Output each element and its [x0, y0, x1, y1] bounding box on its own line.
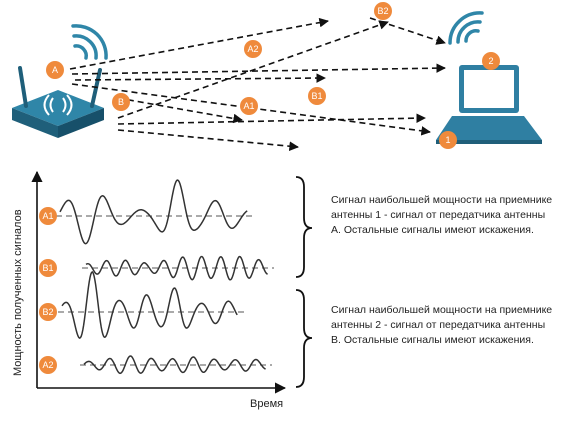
path-a-to-b2-first [69, 17, 329, 70]
svg-text:B: B [118, 97, 124, 107]
laptop-icon [436, 65, 542, 144]
badge-antenna-b: B [112, 93, 130, 111]
signal-a2-waveform [83, 355, 266, 375]
signal-b2-waveform [61, 271, 238, 339]
signal-a1-waveform [59, 179, 248, 245]
graph-axes [31, 170, 287, 394]
path-a-to-b1 [74, 73, 326, 83]
signal-waveforms [56, 179, 274, 375]
signal-badge-b1: B1 [39, 259, 57, 277]
svg-text:1: 1 [445, 135, 450, 145]
x-axis-label: Время [250, 398, 284, 410]
router-icon [12, 66, 104, 138]
badge-path-b1: B1 [308, 87, 326, 105]
signal-b1-waveform [85, 255, 268, 281]
path-b-to-b2 [117, 20, 389, 119]
signal-badge-a1: A1 [39, 207, 57, 225]
svg-text:B2: B2 [42, 307, 53, 317]
signal-badge-a2: A2 [39, 356, 57, 374]
path-b-to-antenna-1 [117, 129, 299, 151]
badge-path-a1: A1 [240, 97, 258, 115]
svg-text:A2: A2 [247, 44, 258, 54]
svg-text:B2: B2 [377, 6, 388, 16]
svg-text:2: 2 [488, 56, 493, 66]
brace-top [295, 176, 313, 278]
svg-text:A2: A2 [42, 360, 53, 370]
badge-antenna-a: A [46, 61, 64, 79]
signal-badge-b2: B2 [39, 303, 57, 321]
path-b-to-a1 [117, 97, 243, 124]
badge-path-a2: A2 [244, 40, 262, 58]
path-a-to-antenna-2 [71, 63, 446, 75]
y-axis-label: Мощность полученных сигналов [12, 209, 24, 376]
router-wifi-waves-icon [71, 24, 108, 60]
svg-text:A: A [52, 65, 58, 75]
path-b-to-receiver [117, 113, 426, 125]
brace-bottom [295, 289, 313, 388]
signal-paths [69, 17, 446, 151]
badge-path-b2: B2 [374, 2, 392, 20]
svg-text:B1: B1 [42, 263, 53, 273]
svg-text:A1: A1 [243, 101, 254, 111]
badge-receiver-2: 2 [482, 52, 500, 70]
path-b2-to-antenna-2 [369, 17, 446, 45]
description-bottom: Сигнал наибольшей мощности на приемнике … [331, 304, 553, 346]
svg-text:B1: B1 [311, 91, 322, 101]
badge-receiver-1: 1 [439, 131, 457, 149]
svg-text:A1: A1 [42, 211, 53, 221]
laptop-wifi-waves-icon [448, 11, 484, 45]
description-top: Сигнал наибольшей мощности на приемнике … [331, 194, 553, 236]
